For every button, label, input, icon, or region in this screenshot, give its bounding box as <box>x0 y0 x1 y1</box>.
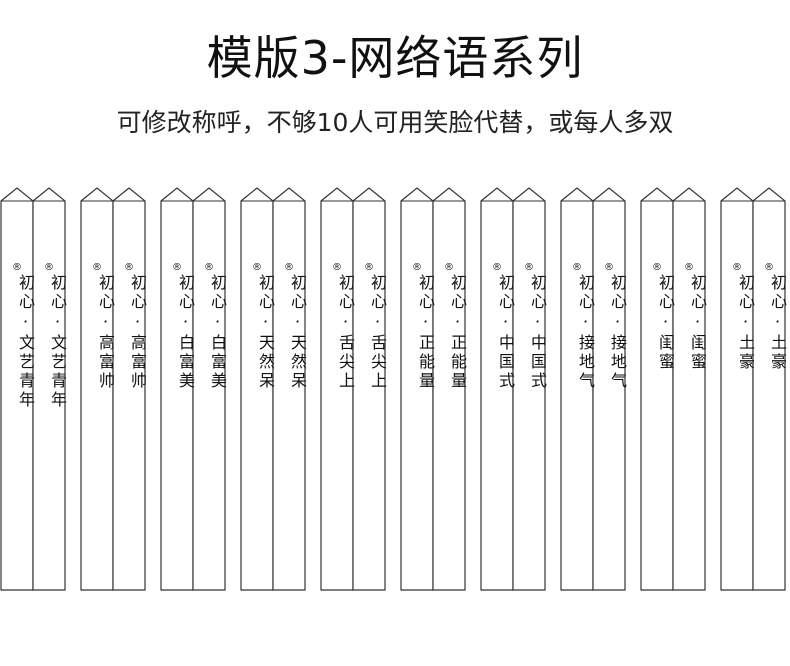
chopstick-9-2 <box>672 187 706 591</box>
registered-mark: ® <box>124 262 134 273</box>
registered-mark: ® <box>284 262 294 273</box>
registered-mark: ® <box>332 262 342 273</box>
registered-mark: ® <box>652 262 662 273</box>
registered-mark: ® <box>572 262 582 273</box>
registered-mark: ® <box>172 262 182 273</box>
chopstick-label: 初心·天然呆 <box>256 274 275 391</box>
registered-mark: ® <box>732 262 742 273</box>
registered-mark: ® <box>684 262 694 273</box>
registered-mark: ® <box>412 262 422 273</box>
chopstick-label: 初心·舌尖上 <box>368 274 387 391</box>
registered-mark: ® <box>92 262 102 273</box>
chopstick-4-2 <box>272 187 306 591</box>
chopstick-label: 初心·天然呆 <box>288 274 307 391</box>
registered-mark: ® <box>444 262 454 273</box>
chopstick-label: 初心·土豪 <box>736 274 755 372</box>
page-subtitle: 可修改称呼，不够10人可用笑脸代替，或每人多双 <box>116 108 674 137</box>
registered-mark: ® <box>492 262 502 273</box>
registered-mark: ® <box>524 262 534 273</box>
chopstick-5-2 <box>352 187 386 591</box>
chopstick-label: 初心·闺蜜 <box>656 274 675 372</box>
chopstick-label: 初心·中国式 <box>528 274 547 391</box>
chopstick-10-2 <box>752 187 786 591</box>
registered-mark: ® <box>364 262 374 273</box>
chopstick-1-2 <box>32 187 66 591</box>
chopstick-2-2 <box>112 187 146 591</box>
chopstick-label: 初心·舌尖上 <box>336 274 355 391</box>
registered-mark: ® <box>12 262 22 273</box>
chopstick-8-2 <box>592 187 626 591</box>
chopstick-10-1 <box>720 187 754 591</box>
chopstick-3-2 <box>192 187 226 591</box>
chopstick-label: 初心·高富帅 <box>128 274 147 391</box>
chopstick-label: 初心·白富美 <box>176 274 195 391</box>
registered-mark: ® <box>204 262 214 273</box>
registered-mark: ® <box>604 262 614 273</box>
chopstick-label: 初心·白富美 <box>208 274 227 391</box>
chopstick-label: 初心·接地气 <box>576 274 595 391</box>
chopstick-label: 初心·闺蜜 <box>688 274 707 372</box>
chopstick-label: 初心·接地气 <box>608 274 627 391</box>
chopstick-label: 初心·中国式 <box>496 274 515 391</box>
chopstick-label: 初心·高富帅 <box>96 274 115 391</box>
chopstick-label: 初心·文艺青年 <box>48 274 67 410</box>
chopstick-label: 初心·正能量 <box>416 274 435 391</box>
registered-mark: ® <box>44 262 54 273</box>
chopstick-label: 初心·土豪 <box>768 274 787 372</box>
chopstick-9-1 <box>640 187 674 591</box>
chopstick-7-2 <box>512 187 546 591</box>
registered-mark: ® <box>252 262 262 273</box>
registered-mark: ® <box>764 262 774 273</box>
chopstick-label: 初心·文艺青年 <box>16 274 35 410</box>
chopstick-label: 初心·正能量 <box>448 274 467 391</box>
page-title: 模版3-网络语系列 <box>206 31 584 85</box>
chopstick-6-2 <box>432 187 466 591</box>
